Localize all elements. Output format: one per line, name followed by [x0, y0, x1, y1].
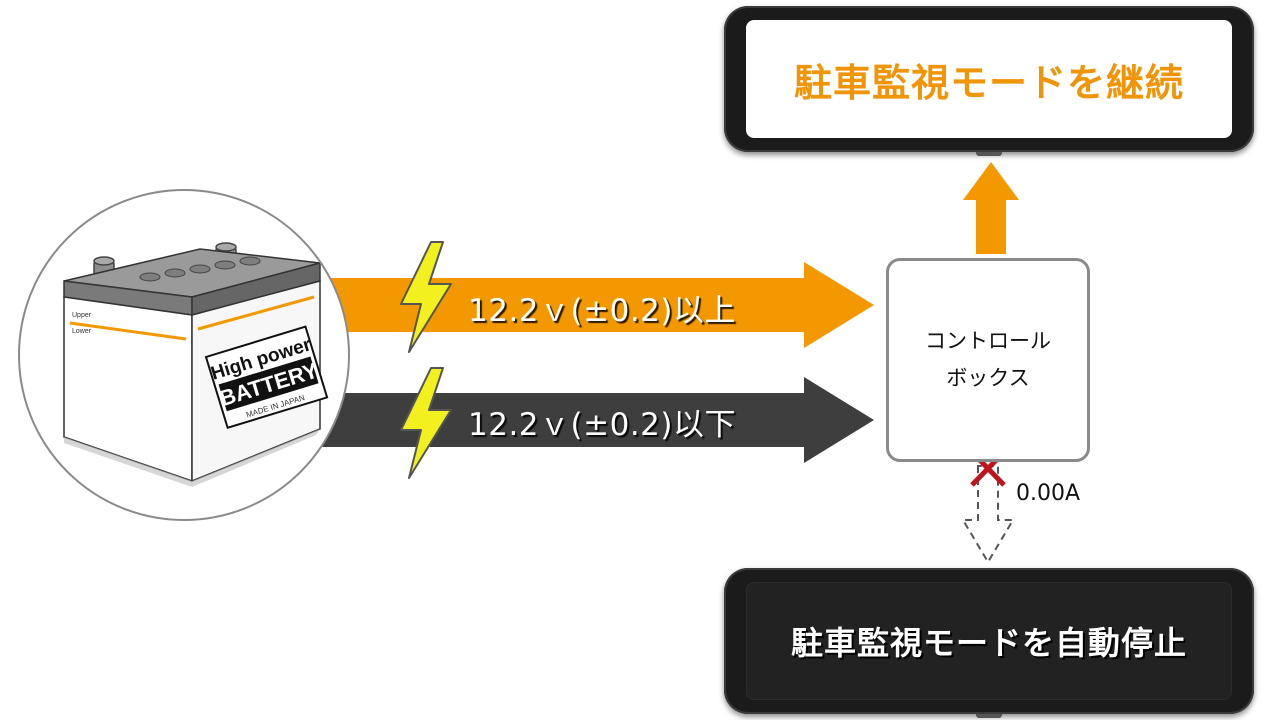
dashed-down-arrow: [961, 465, 1015, 564]
upper-voltage-label: 12.2ｖ(±0.2)以上: [468, 293, 736, 329]
auto-stop-parking-mode-text: 駐車監視モードを自動停止: [790, 624, 1187, 662]
control-box-line2: ボックス: [946, 366, 1030, 390]
control-box: コントロール ボックス: [886, 258, 1090, 462]
mirror-screen-top: 駐車監視モードを継続: [746, 20, 1232, 138]
lower-voltage-arrow: [300, 377, 874, 463]
continue-parking-mode-text: 駐車監視モードを継続: [793, 60, 1184, 105]
up-arrow: [963, 162, 1019, 254]
control-box-line1: コントロール: [925, 329, 1051, 354]
mirror-device-bottom: 駐車監視モードを自動停止: [724, 568, 1254, 718]
lightning-icon-upper: [400, 241, 452, 353]
lower-voltage-label: 12.2ｖ(±0.2)以下: [468, 407, 736, 443]
mirror-device-top: 駐車監視モードを継続: [724, 6, 1254, 156]
battery-circle: Upper Lower High power BATTERY MADE IN J…: [18, 189, 350, 521]
lower-marker: Lower: [72, 328, 92, 335]
mirror-notch-top: [976, 152, 1002, 156]
upper-marker: Upper: [72, 312, 92, 319]
battery-icon: Upper Lower High power BATTERY MADE IN J…: [63, 242, 329, 487]
mirror-screen-bottom: 駐車監視モードを自動停止: [746, 582, 1232, 700]
current-reading-label: 0.00A: [1016, 481, 1081, 506]
mirror-notch-bottom: [976, 714, 1002, 718]
lightning-icon-lower: [400, 367, 452, 479]
battery-brand-label: High power BATTERY MADE IN JAPAN: [204, 325, 329, 430]
